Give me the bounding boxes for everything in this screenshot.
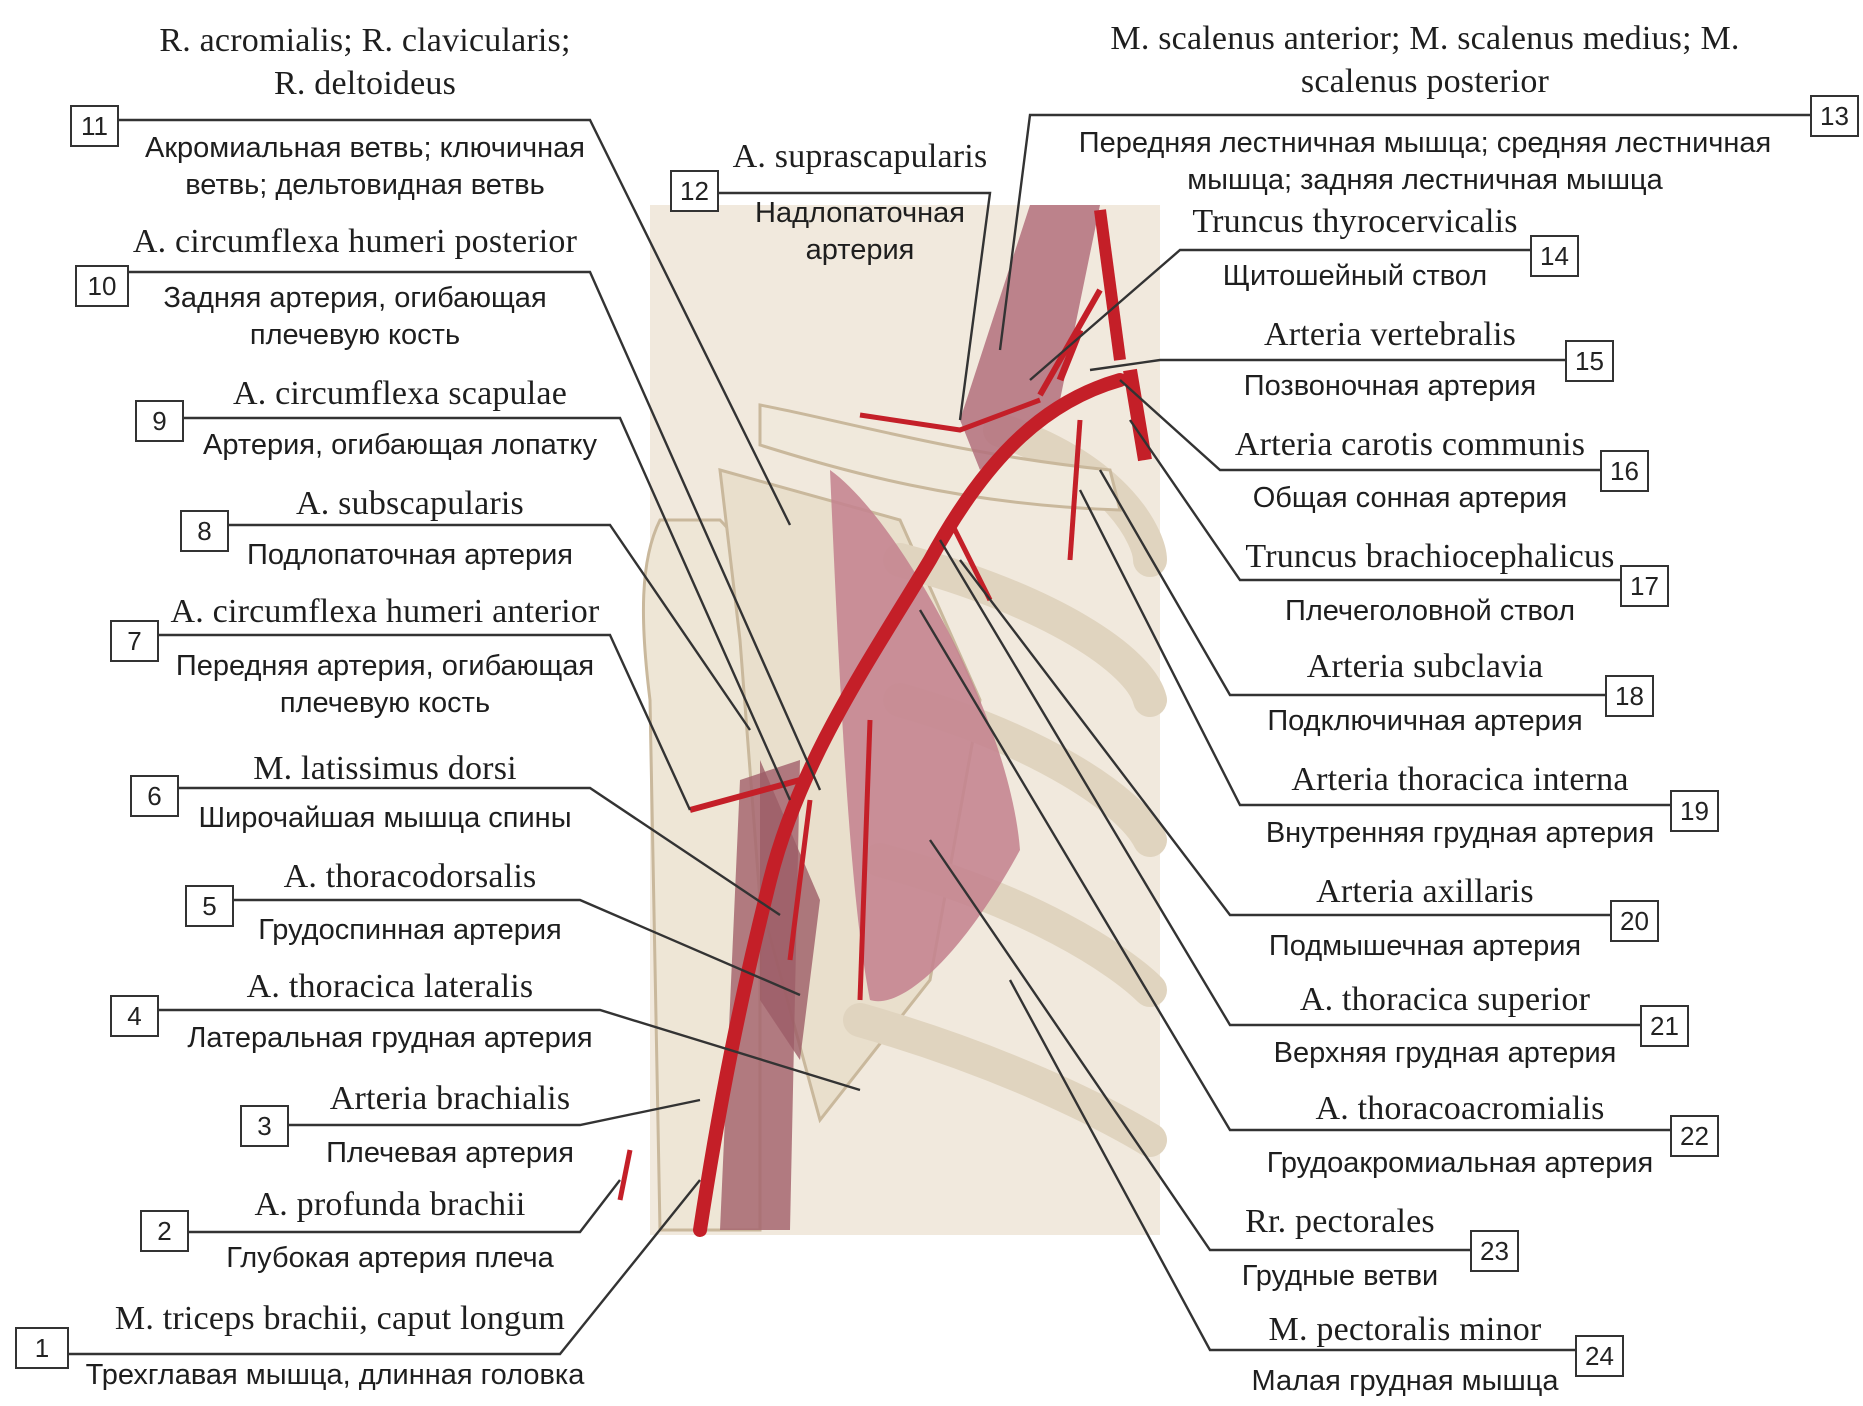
label-russian-10: Задняя артерия, огибающая плечевую кость	[130, 280, 580, 354]
label-number-19: 19	[1670, 790, 1719, 832]
label-latin-13: M. scalenus anterior; M. scalenus medius…	[1050, 18, 1800, 103]
label-latin-4: A. thoracica lateralis	[160, 970, 620, 1004]
label-russian-2: Глубокая артерия плеча	[200, 1240, 580, 1277]
label-latin-18: Arteria subclavia	[1250, 650, 1600, 684]
label-russian-3: Плечевая артерия	[280, 1135, 620, 1172]
label-russian-13: Передняя лестничная мышца; средняя лестн…	[1050, 125, 1800, 199]
label-latin-22: A. thoracoacromialis	[1250, 1092, 1670, 1126]
label-russian-19: Внутренняя грудная артерия	[1250, 815, 1670, 852]
label-number-2: 2	[140, 1210, 189, 1252]
label-russian-9: Артерия, огибающая лопатку	[190, 427, 610, 464]
label-number-1: 1	[15, 1327, 69, 1369]
label-latin-9: A. circumflexa scapulae	[190, 377, 610, 411]
label-russian-12: Надлопаточная артерия	[720, 195, 1000, 269]
label-latin-15: Arteria vertebralis	[1230, 318, 1550, 352]
label-latin-16: Arteria carotis communis	[1230, 428, 1590, 462]
label-russian-21: Верхняя грудная артерия	[1250, 1035, 1640, 1072]
label-russian-24: Малая грудная мышца	[1240, 1363, 1570, 1400]
label-number-24: 24	[1575, 1335, 1624, 1377]
label-russian-11: Акромиальная ветвь; ключичная ветвь; дел…	[140, 130, 590, 204]
label-latin-6: M. latissimus dorsi	[170, 752, 600, 786]
label-number-22: 22	[1670, 1115, 1719, 1157]
label-russian-23: Грудные ветви	[1220, 1258, 1460, 1295]
label-number-12: 12	[670, 170, 719, 212]
label-russian-18: Подключичная артерия	[1250, 703, 1600, 740]
label-number-14: 14	[1530, 235, 1579, 277]
label-number-18: 18	[1605, 675, 1654, 717]
label-latin-19: Arteria thoracica interna	[1250, 763, 1670, 797]
label-russian-5: Грудоспинная артерия	[230, 912, 590, 949]
label-number-4: 4	[110, 995, 159, 1037]
label-latin-5: A. thoracodorsalis	[230, 860, 590, 894]
label-number-8: 8	[180, 510, 229, 552]
label-latin-11: R. acromialis; R. clavicularis; R. delto…	[140, 20, 590, 105]
label-latin-23: Rr. pectorales	[1220, 1205, 1460, 1239]
label-number-20: 20	[1610, 900, 1659, 942]
label-number-11: 11	[70, 105, 119, 147]
label-latin-17: Truncus brachiocephalicus	[1240, 540, 1620, 574]
label-latin-8: A. subscapularis	[230, 487, 590, 521]
label-russian-22: Грудоакромиальная артерия	[1250, 1145, 1670, 1182]
label-number-10: 10	[75, 265, 129, 307]
label-russian-16: Общая сонная артерия	[1230, 480, 1590, 517]
label-russian-17: Плечеголовной ствол	[1240, 593, 1620, 630]
label-russian-7: Передняя артерия, огибающая плечевую кос…	[160, 648, 610, 722]
label-number-17: 17	[1620, 565, 1669, 607]
label-russian-6: Широчайшая мышца спины	[170, 800, 600, 837]
label-russian-14: Щитошейный ствол	[1190, 258, 1520, 295]
label-russian-15: Позвоночная артерия	[1230, 368, 1550, 405]
label-number-5: 5	[185, 885, 234, 927]
label-number-15: 15	[1565, 340, 1614, 382]
label-russian-20: Подмышечная артерия	[1250, 928, 1600, 965]
label-number-16: 16	[1600, 450, 1649, 492]
label-latin-21: A. thoracica superior	[1250, 983, 1640, 1017]
label-latin-12: A. suprascapularis	[720, 140, 1000, 174]
label-number-7: 7	[110, 620, 159, 662]
label-russian-8: Подлопаточная артерия	[230, 537, 590, 574]
label-latin-3: Arteria brachialis	[280, 1082, 620, 1116]
label-latin-1: M. triceps brachii, caput longum	[80, 1302, 600, 1336]
label-russian-4: Латеральная грудная артерия	[160, 1020, 620, 1057]
label-latin-10: A. circumflexa humeri posterior	[130, 225, 580, 259]
label-latin-2: A. profunda brachii	[200, 1188, 580, 1222]
label-latin-7: A. circumflexa humeri anterior	[160, 595, 610, 629]
label-latin-20: Arteria axillaris	[1250, 875, 1600, 909]
label-number-13: 13	[1810, 95, 1859, 137]
label-russian-1: Трехглавая мышца, длинная головка	[70, 1357, 600, 1394]
label-latin-14: Truncus thyrocervicalis	[1190, 205, 1520, 239]
label-number-21: 21	[1640, 1005, 1689, 1047]
label-latin-24: M. pectoralis minor	[1240, 1313, 1570, 1347]
label-number-9: 9	[135, 400, 184, 442]
label-number-23: 23	[1470, 1230, 1519, 1272]
